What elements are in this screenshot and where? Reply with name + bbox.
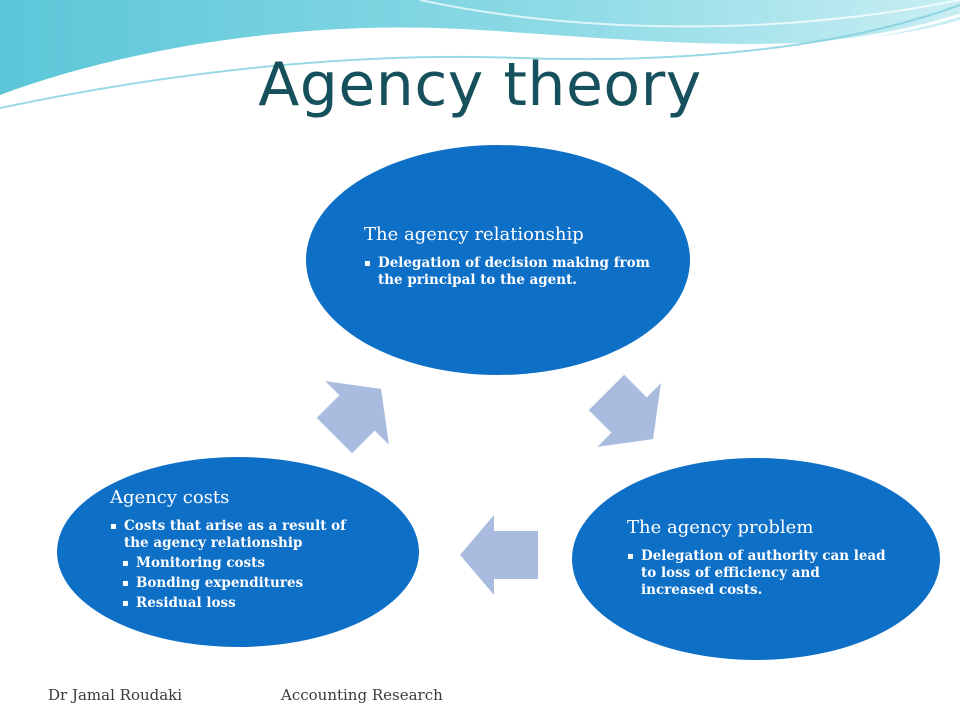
node-relationship-title: The agency relationship bbox=[364, 224, 584, 245]
node-relationship-bullets: Delegation of decision making from the p… bbox=[364, 255, 654, 289]
arrow-problem-to-costs bbox=[460, 515, 538, 595]
slide-title: Agency theory bbox=[258, 50, 702, 120]
node-costs-title: Agency costs bbox=[110, 487, 230, 508]
arrow-relationship-to-problem bbox=[588, 374, 661, 447]
header-wave-decoration bbox=[0, 0, 960, 109]
node-problem-bullets: Delegation of authority can lead to loss… bbox=[627, 548, 892, 599]
sub-bullet-item: Bonding expenditures bbox=[122, 575, 360, 592]
bullet-item: Costs that arise as a result of the agen… bbox=[110, 518, 360, 552]
bullet-item: Delegation of decision making from the p… bbox=[364, 255, 654, 289]
footer-author: Dr Jamal Roudaki bbox=[48, 686, 183, 704]
arrow-costs-to-relationship bbox=[316, 381, 389, 454]
node-problem: The agency problem Delegation of authori… bbox=[627, 517, 892, 601]
sub-bullet-item: Residual loss bbox=[122, 595, 360, 612]
sub-bullet-item: Monitoring costs bbox=[122, 555, 360, 572]
node-costs: Agency costs Costs that arise as a resul… bbox=[110, 487, 360, 614]
node-relationship: The agency relationship Delegation of de… bbox=[364, 224, 654, 291]
node-problem-title: The agency problem bbox=[627, 517, 814, 538]
node-costs-bullets: Costs that arise as a result of the agen… bbox=[110, 518, 360, 612]
bullet-item: Delegation of authority can lead to loss… bbox=[627, 548, 892, 599]
footer-course: Accounting Research bbox=[281, 686, 443, 704]
